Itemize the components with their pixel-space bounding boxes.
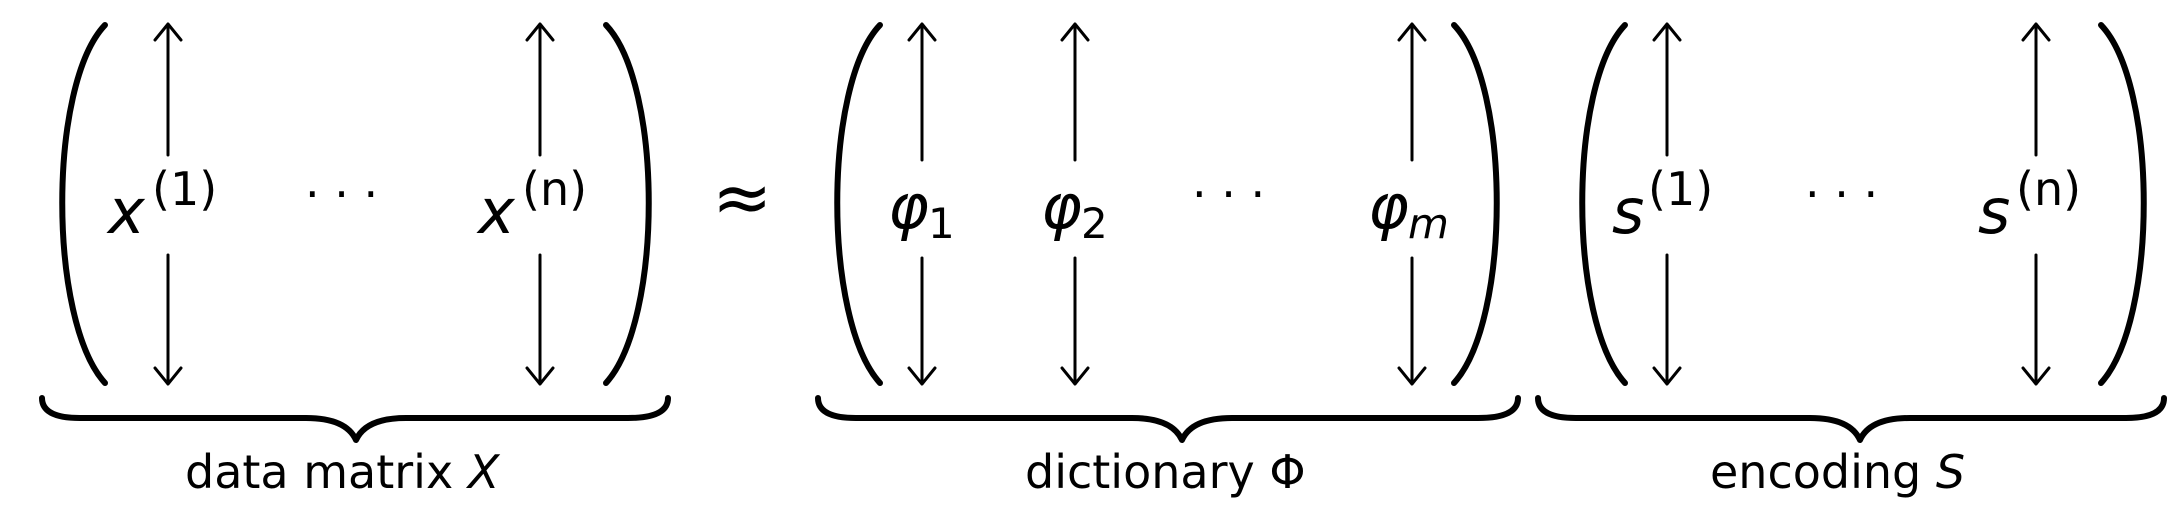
down-arrow <box>1397 256 1427 386</box>
column-subscript: 2 <box>1081 199 1108 248</box>
matrix-label: encoding S <box>1710 445 1965 499</box>
column-vector-sn: s (n) <box>1978 22 2081 386</box>
matrix-phi: φ 1 φ 2 · · · φ m dictionary Φ <box>815 22 1521 499</box>
matrix-s: s (1) · · · s (n) encoding S <box>1535 22 2167 499</box>
label-text: encoding <box>1710 445 1936 499</box>
column-vector-phim: φ m <box>1368 22 1449 386</box>
label-text: data matrix <box>185 445 468 499</box>
ellipsis: · · · <box>305 167 378 221</box>
column-vector-s1: s (1) <box>1612 22 1713 386</box>
right-paren <box>2098 22 2147 386</box>
up-arrow <box>525 22 555 157</box>
column-superscript: (1) <box>1648 162 1713 216</box>
column-superscript: (n) <box>522 162 587 216</box>
matrix-label: dictionary Φ <box>1025 445 1306 499</box>
matrix-label: data matrix X <box>185 445 501 499</box>
column-base: x <box>106 175 146 248</box>
label-text: dictionary <box>1025 445 1269 499</box>
column-base: φ <box>888 170 929 243</box>
column-subscript: 1 <box>928 199 955 248</box>
column-subscript: m <box>1408 199 1449 248</box>
column-base: s <box>1612 175 1644 248</box>
column-base: φ <box>1368 170 1409 243</box>
column-base: x <box>476 175 516 248</box>
column-vector-xn: x (n) <box>476 22 587 386</box>
right-paren <box>603 22 652 386</box>
column-vector-phi2: φ 2 <box>1041 22 1108 386</box>
column-base: s <box>1978 175 2010 248</box>
column-vector-x1: x (1) <box>106 22 217 386</box>
ellipsis: · · · <box>1192 167 1265 221</box>
column-superscript: (n) <box>2016 162 2081 216</box>
up-arrow <box>153 22 183 157</box>
up-arrow <box>2021 22 2051 157</box>
up-arrow <box>1652 22 1682 157</box>
ellipsis: · · · <box>1805 167 1878 221</box>
down-arrow <box>907 256 937 386</box>
column-superscript: (1) <box>152 162 217 216</box>
right-paren <box>1451 22 1500 386</box>
label-symbol: S <box>1936 445 1965 499</box>
underbrace <box>1535 395 2167 443</box>
up-arrow <box>907 22 937 162</box>
down-arrow <box>2021 253 2051 386</box>
matrix-x: x (1) · · · x (n) data matrix X <box>39 22 671 499</box>
underbrace <box>815 395 1521 443</box>
left-paren <box>59 22 108 386</box>
down-arrow <box>1652 253 1682 386</box>
column-base: φ <box>1041 170 1082 243</box>
label-symbol: Φ <box>1269 445 1305 499</box>
down-arrow <box>1060 256 1090 386</box>
down-arrow <box>153 253 183 386</box>
left-paren <box>1579 22 1628 386</box>
up-arrow <box>1060 22 1090 162</box>
underbrace <box>39 395 671 443</box>
up-arrow <box>1397 22 1427 162</box>
approx-symbol: ≈ <box>712 155 772 239</box>
left-paren <box>834 22 883 386</box>
column-vector-phi1: φ 1 <box>888 22 955 386</box>
down-arrow <box>525 253 555 386</box>
label-symbol: X <box>466 445 501 499</box>
